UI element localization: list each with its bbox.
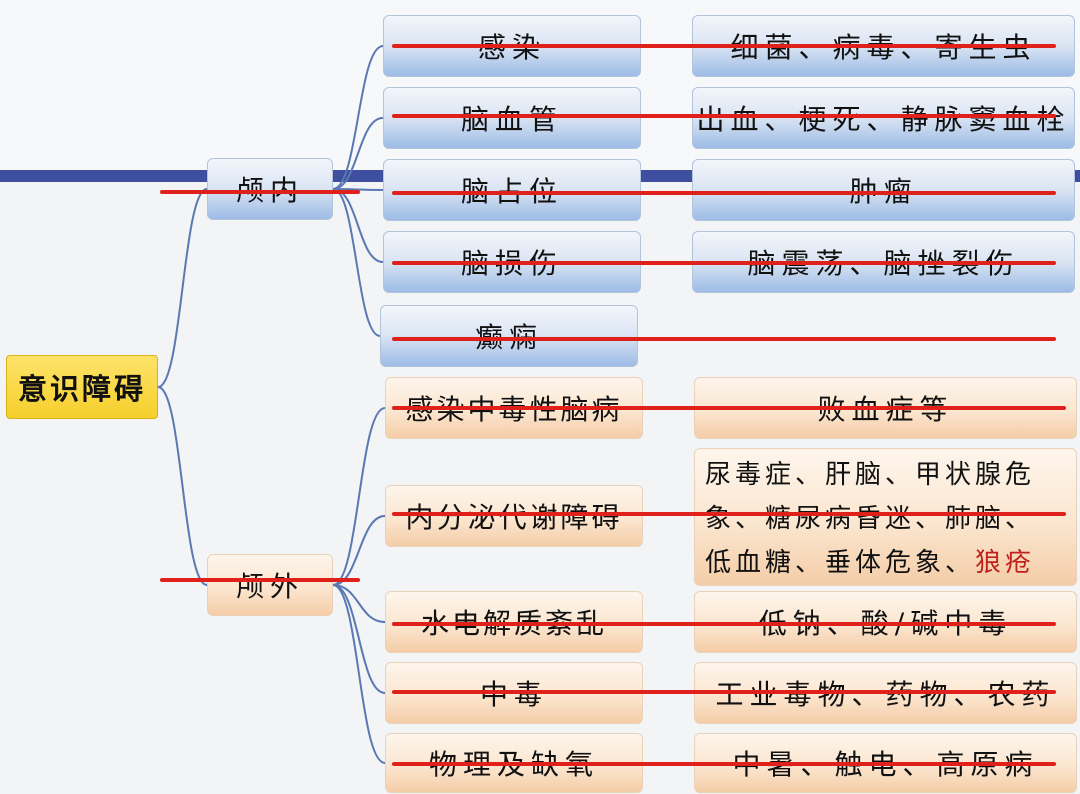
strike-line [392,762,1056,766]
strike-line [392,622,1056,626]
root-label: 意识障碍 [17,372,146,406]
detail-node: 出血、梗死、静脉窦血栓 [692,87,1075,149]
cause-label: 内分泌代谢障碍 [405,501,623,534]
detail-label: 工业毒物、药物、农药 [715,678,1056,711]
strike-line [392,690,1056,694]
cause-node: 脑占位 [383,159,641,221]
strike-line [392,191,1056,195]
cause-node: 脑血管 [383,87,641,149]
detail-accent: 狼疮 [975,548,1036,578]
connector-line [157,188,208,388]
connector-line [332,515,386,586]
connector-line [332,45,384,190]
connector-line [332,188,384,191]
connector-line [332,188,384,263]
cause-node: 癫痫 [380,305,638,367]
connector-line [332,584,386,764]
connector-line [332,584,386,694]
strike-line [392,261,1056,265]
strike-line [160,578,360,582]
detail-line: 象、糖尿病昏迷、肺脑、 [705,504,1036,534]
branch-intracranial: 颅内 [207,158,333,220]
detail-line: 尿毒症、肝脑、甲状腺危 [705,460,1036,490]
cause-node: 内分泌代谢障碍 [385,485,643,547]
branch-extracranial: 颅外 [207,554,333,616]
strike-line [392,512,1066,516]
connector-line [332,188,381,337]
detail-label: 出血、梗死、静脉窦血栓 [696,103,1071,136]
connector-line [332,584,386,623]
root-node: 意识障碍 [6,355,158,419]
detail-line-last: 低血糖、垂体危象、狼疮 [705,541,1068,585]
strike-line [160,190,360,194]
strike-line [392,114,1056,118]
strike-line [392,337,1056,341]
detail-line: 低血糖、垂体危象、 [705,548,976,578]
connector-line [332,117,384,190]
cause-label: 癫痫 [474,321,543,354]
cause-label: 脑血管 [460,103,563,136]
branch-label: 颅外 [235,570,304,603]
strike-line [392,406,1066,410]
detail-label: 肿瘤 [849,175,918,208]
strike-line [392,44,1056,48]
detail-node: 肿瘤 [692,159,1075,221]
connector-line [332,407,386,586]
cause-label: 脑占位 [460,175,563,208]
connector-line [157,386,208,586]
cause-label: 中毒 [479,678,548,711]
detail-node-multiline: 尿毒症、肝脑、甲状腺危 象、糖尿病昏迷、肺脑、 低血糖、垂体危象、狼疮 [694,448,1077,586]
branch-label: 颅内 [235,174,304,207]
